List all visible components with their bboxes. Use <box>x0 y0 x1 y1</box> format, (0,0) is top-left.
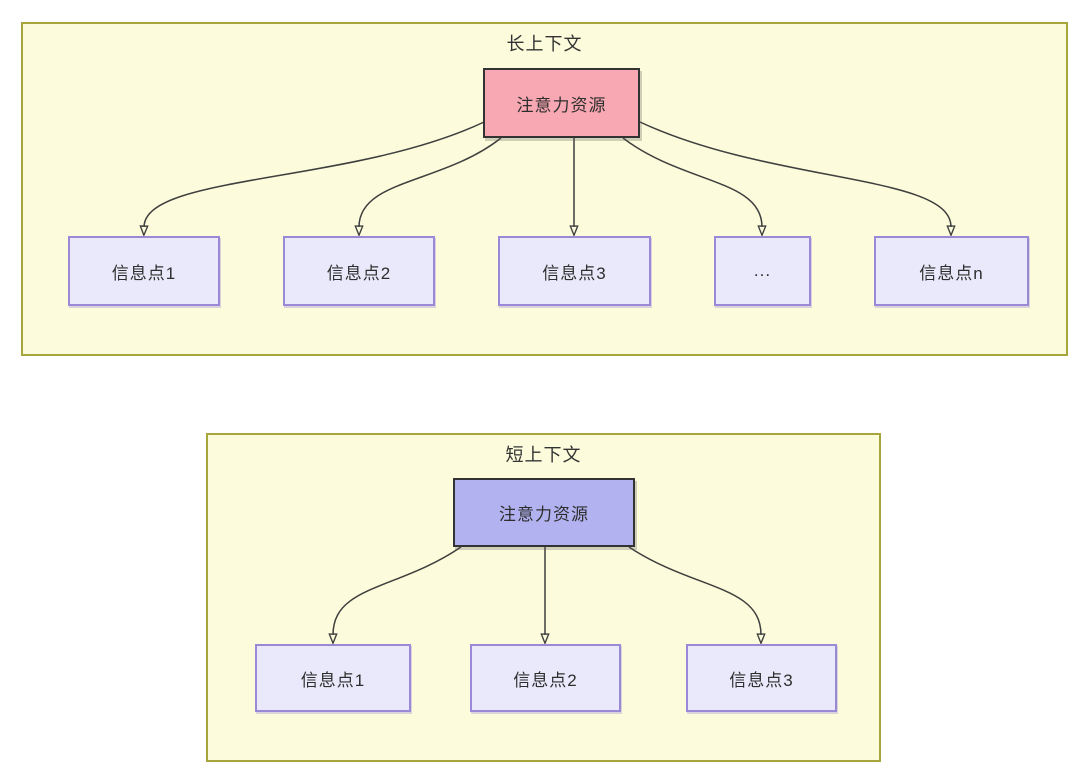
short-info-node-1: 信息点1 <box>255 644 411 712</box>
short-info-node-2: 信息点2 <box>470 644 621 712</box>
long-info-node-3: 信息点3 <box>498 236 651 306</box>
long-info-node-2: 信息点2 <box>283 236 435 306</box>
short-info-node-3: 信息点3 <box>686 644 837 712</box>
long-info-label-2: 信息点2 <box>326 263 392 283</box>
short-attention-resource-label: 注意力资源 <box>499 505 589 524</box>
long-info-node-dots: ... <box>714 236 811 306</box>
arrow-to-info-n <box>639 121 951 227</box>
long-context-title: 长上下文 <box>506 34 583 54</box>
arrow-to-info-1 <box>333 546 462 635</box>
short-context-panel: 短上下文 注意力资源 信息点1 信息点2 信息点3 <box>206 433 881 762</box>
short-info-label-2: 信息点2 <box>513 670 578 690</box>
arrow-to-info-3 <box>628 546 761 635</box>
long-attention-resource-label: 注意力资源 <box>516 95 607 115</box>
short-info-label-1: 信息点1 <box>300 670 366 690</box>
short-context-title: 短上下文 <box>505 445 582 465</box>
arrow-to-info-2 <box>359 137 502 227</box>
short-attention-resource-node: 注意力资源 <box>453 478 635 547</box>
long-info-label-n: 信息点n <box>919 263 984 283</box>
long-info-node-1: 信息点1 <box>68 236 220 306</box>
long-info-label-3: 信息点3 <box>542 263 607 283</box>
short-info-label-3: 信息点3 <box>729 670 794 690</box>
arrow-to-info-dots <box>622 137 762 227</box>
long-info-label-1: 信息点1 <box>111 263 177 283</box>
long-info-node-n: 信息点n <box>874 236 1029 306</box>
arrow-to-info-1 <box>144 121 485 227</box>
long-attention-resource-node: 注意力资源 <box>483 68 640 138</box>
long-info-label-dots: ... <box>753 261 772 280</box>
long-context-panel: 长上下文 注意力资源 信息点1 信息点2 信息点3 ... 信息点n <box>21 22 1068 356</box>
